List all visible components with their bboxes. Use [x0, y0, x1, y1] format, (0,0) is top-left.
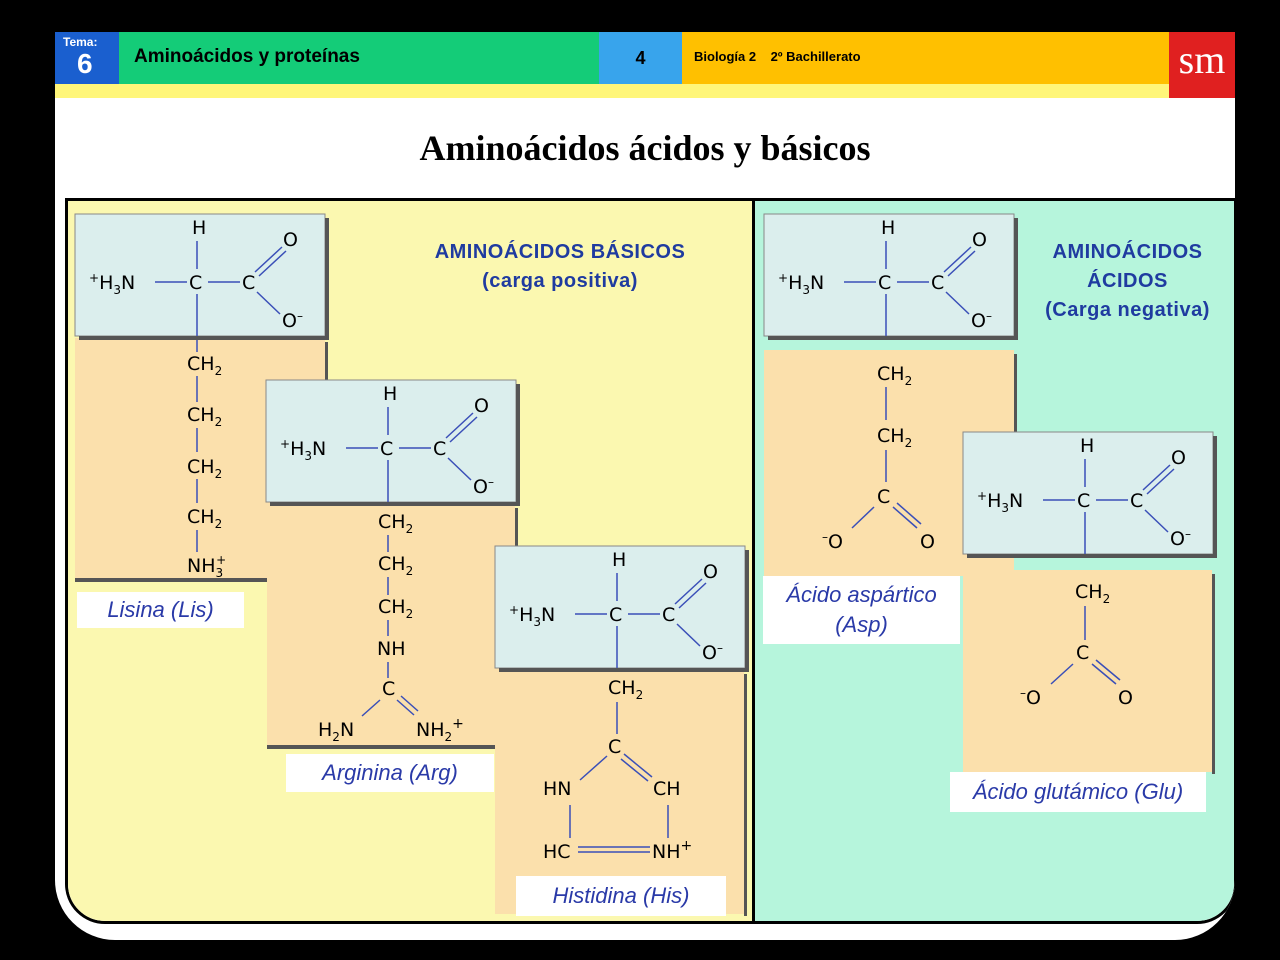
basic-heading-line2: (carga positiva)	[482, 270, 638, 292]
tema-label: Tema:	[63, 35, 98, 49]
svg-text:C: C	[382, 678, 395, 700]
aspartic-label-line1: Ácido aspártico	[786, 582, 937, 607]
aspartic-label: Ácido aspártico (Asp)	[763, 576, 960, 644]
basic-heading: AMINOÁCIDOS BÁSICOS (carga positiva)	[390, 238, 730, 296]
acid-heading-line3: (Carga negativa)	[1045, 299, 1210, 321]
page-number: 4	[599, 32, 682, 84]
svg-text:C: C	[1076, 642, 1089, 664]
lysine-label: Lisina (Lis)	[77, 592, 244, 628]
arginine-structure: CH2 CH2 CH2 NH C H2N NH2+	[265, 379, 521, 749]
header-strip	[55, 84, 1169, 98]
glutamic-structure: CH2 C –O O	[962, 431, 1218, 774]
topic-title: Aminoácidos y proteínas	[119, 32, 599, 84]
svg-text:–O: –O	[1020, 686, 1041, 709]
svg-text:NH2+: NH2+	[416, 716, 464, 744]
basic-heading-line1: AMINOÁCIDOS BÁSICOS	[434, 241, 686, 263]
course-label: Biología 2 2º Bachillerato	[682, 32, 1169, 84]
svg-text:NH3+: NH3+	[187, 553, 226, 580]
panel-divider	[752, 201, 755, 921]
svg-text:HN: HN	[543, 778, 572, 800]
amino-acid-structures: H +H3N C C O O– CH2	[74, 213, 1218, 916]
page-title: Aminoácidos ácidos y básicos	[419, 128, 871, 168]
arginine-label: Arginina (Arg)	[286, 754, 494, 792]
svg-text:O: O	[1118, 687, 1133, 709]
svg-text:NH: NH	[377, 638, 406, 660]
tema-number: 6	[77, 48, 93, 79]
slide: Tema: 6 Aminoácidos y proteínas 4 Biolog…	[55, 32, 1235, 940]
acid-heading: AMINOÁCIDOS ÁCIDOS (Carga negativa)	[1025, 238, 1230, 325]
svg-text:C: C	[608, 736, 621, 758]
glutamic-label: Ácido glutámico (Glu)	[950, 772, 1206, 812]
aspartic-label-line2: (Asp)	[835, 612, 888, 637]
tema-badge: Tema: 6	[55, 32, 119, 84]
svg-text:O: O	[920, 531, 935, 553]
histidine-structure: CH2 C HN CH HC NH+	[494, 545, 750, 916]
svg-text:–O: –O	[822, 530, 843, 553]
svg-text:C: C	[877, 486, 890, 508]
sm-logo: sm	[1169, 32, 1235, 98]
svg-text:HC: HC	[543, 841, 571, 863]
acid-heading-line1: AMINOÁCIDOS	[1052, 241, 1203, 263]
histidine-label: Histidina (His)	[516, 876, 726, 916]
svg-text:CH: CH	[653, 778, 681, 800]
acid-heading-line2: ÁCIDOS	[1087, 270, 1168, 292]
